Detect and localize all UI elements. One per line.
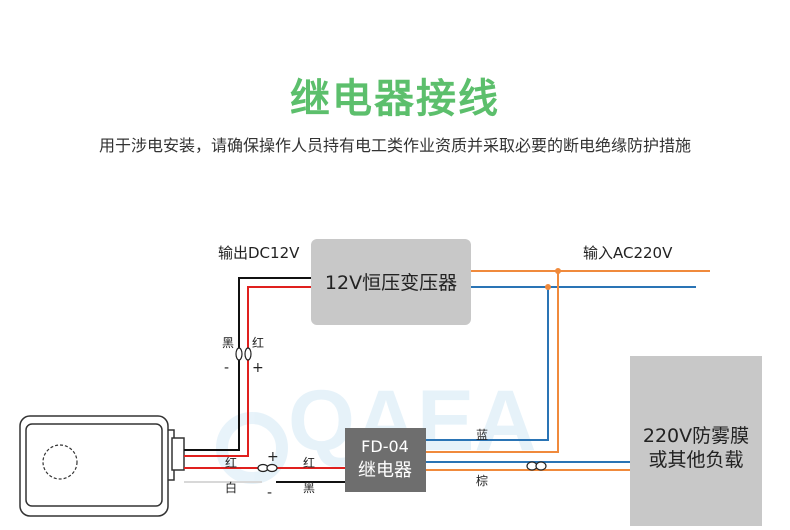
transformer-box: [311, 239, 471, 325]
relay-box: [345, 428, 426, 492]
label-minus-bottom: -: [267, 485, 272, 501]
connector-dc-red: [244, 347, 252, 361]
label-red-bottom-left: 红: [225, 455, 237, 470]
relay-name-label: 继电器: [358, 460, 412, 481]
wire-black-dc: [184, 277, 311, 451]
connector-dc-black: [235, 347, 243, 361]
label-red-bottom-right: 红: [303, 455, 315, 470]
label-red-top: 红: [252, 335, 264, 350]
connector-load-2: [535, 461, 547, 471]
load-box: [630, 356, 762, 526]
label-plus-top: +: [252, 360, 264, 376]
label-minus-top: -: [224, 360, 229, 376]
label-brown: 棕: [476, 473, 488, 488]
safety-notice: 用于涉电安装，请确保操作人员持有电工类作业资质并采取必要的断电绝缘防护措施: [98, 136, 691, 155]
label-white-bottom-left: 白: [225, 480, 237, 495]
label-blue: 蓝: [476, 428, 488, 442]
label-black-bottom-right: 黑: [303, 481, 315, 495]
label-black-top: 黑: [222, 336, 234, 350]
wire-red-dc: [184, 286, 311, 457]
connector-signal-2: [266, 463, 278, 473]
load-label-line1: 220V防雾膜: [643, 425, 749, 447]
label-plus-bottom: +: [267, 449, 279, 465]
output-dc-label: 输出DC12V: [218, 244, 300, 262]
relay-model-label: FD-04: [361, 437, 409, 456]
transformer-label: 12V恒压变压器: [325, 272, 457, 294]
wire-orange-branch: [426, 271, 559, 453]
device-icon: [19, 415, 185, 517]
wire-blue-branch: [426, 287, 549, 441]
load-label-line2: 或其他负载: [648, 449, 743, 471]
page-title: 继电器接线: [290, 76, 500, 122]
input-ac-label: 输入AC220V: [583, 244, 673, 262]
